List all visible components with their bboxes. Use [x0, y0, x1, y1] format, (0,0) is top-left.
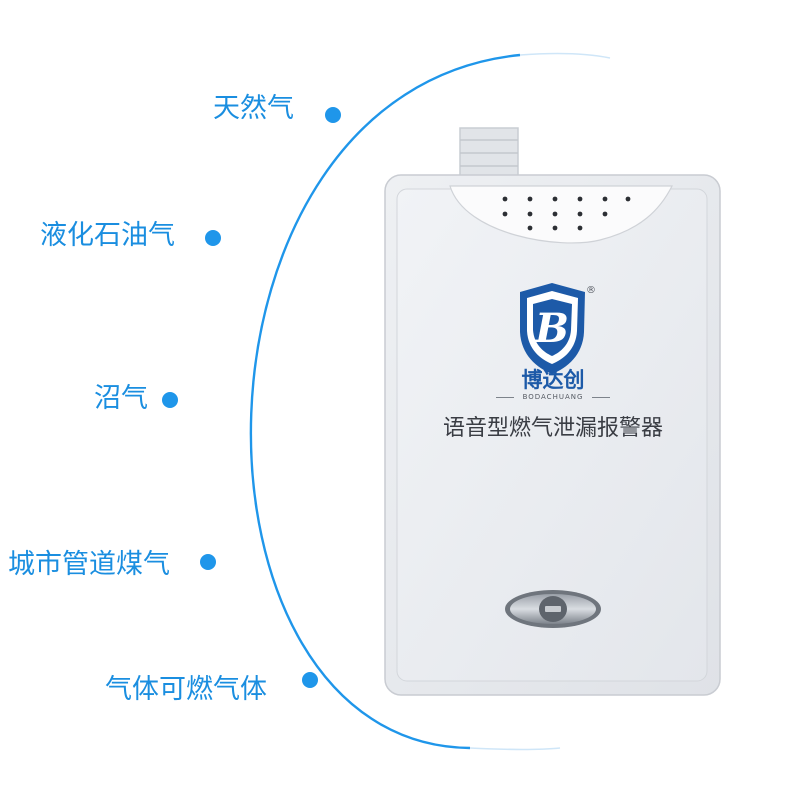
connector-dot-natural-gas [325, 107, 341, 123]
vent-hole [577, 211, 583, 217]
connector-dot-lpg [205, 230, 221, 246]
vent-hole [527, 196, 533, 202]
vent-hole [552, 225, 558, 231]
test-button[interactable] [505, 590, 601, 628]
vent-hole [552, 211, 558, 217]
vent-hole [502, 211, 508, 217]
connector-dot-city-gas [200, 554, 216, 570]
gas-label-combustible-gas: 气体可燃气体 [105, 674, 267, 705]
connector-arc-top-tail [519, 52, 611, 59]
gas-label-natural-gas: 天然气 [213, 93, 294, 124]
brand-divider-left [496, 397, 514, 398]
connector-dot-biogas [162, 392, 178, 408]
vent-hole [577, 196, 583, 202]
product-name: 语音型燃气泄漏报警器 [442, 416, 663, 441]
vent-hole [502, 196, 508, 202]
logo-letter: B [535, 305, 569, 352]
brand-name: 博达创 [521, 368, 585, 392]
brand-name-latin: BODACHUANG [522, 393, 584, 401]
vent-hole [527, 225, 533, 231]
vent-hole [625, 196, 631, 202]
gas-label-lpg: 液化石油气 [40, 220, 175, 251]
vent-hole [577, 225, 583, 231]
vent-hole [602, 196, 608, 202]
registered-mark: ® [586, 285, 596, 296]
brand-divider-right [592, 397, 610, 398]
gas-label-city-gas: 城市管道煤气 [8, 549, 170, 580]
vent-hole [527, 211, 533, 217]
gas-label-biogas: 沼气 [94, 383, 148, 414]
vent-hole [552, 196, 558, 202]
brand-logo [520, 283, 585, 374]
connector-dot-combustible-gas [302, 672, 318, 688]
vent-hole [602, 211, 608, 217]
connector-arc-bottom-tail [469, 747, 561, 751]
connector-arc [249, 53, 521, 750]
